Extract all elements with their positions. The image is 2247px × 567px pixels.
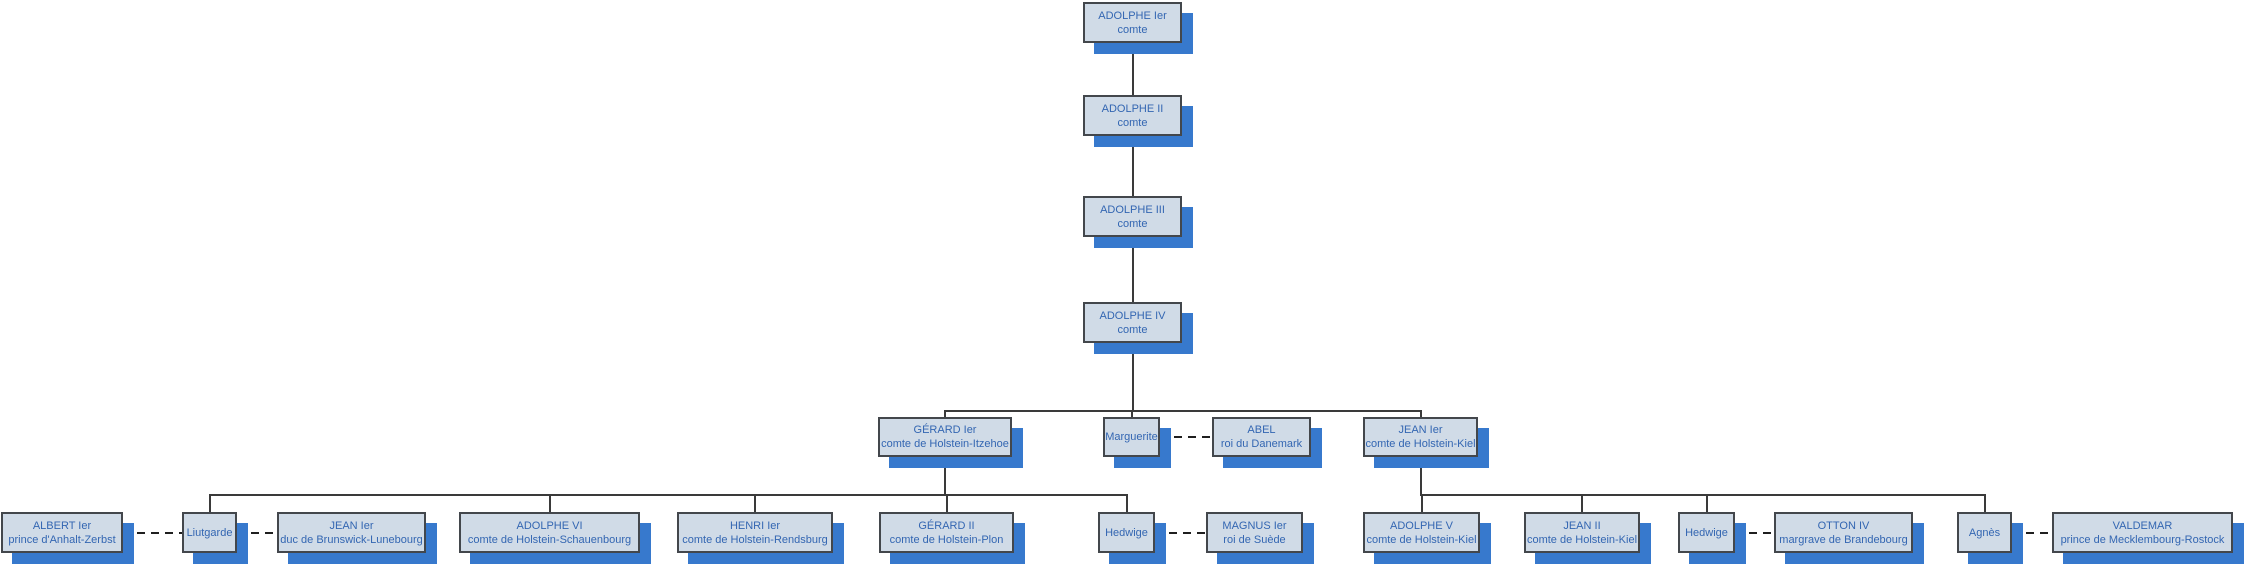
parent-feed-line [944, 457, 946, 496]
sibling-bus-line [944, 410, 1422, 412]
child-drop-line [548, 494, 551, 512]
person-title: roi du Danemark [1220, 438, 1303, 450]
person-node-agnes[interactable]: Agnès [1957, 512, 2012, 553]
chain-connector-line [1131, 237, 1134, 302]
child-drop-line [1420, 494, 1423, 512]
person-node-gerard1[interactable]: GÉRARD Ier comte de Holstein-Itzehoe [878, 417, 1012, 457]
person-name: ABEL [1247, 424, 1276, 436]
marriage-dashed-line [237, 531, 277, 534]
person-name: ADOLPHE IV [1099, 309, 1166, 322]
person-name: ALBERT Ier [32, 519, 92, 532]
person-title: comte [1117, 23, 1148, 36]
person-title: comte de Holstein-Plon [889, 533, 1004, 546]
person-name: Hedwige [1105, 526, 1148, 539]
person-name: JEAN Ier [1398, 424, 1443, 436]
sibling-bus-line [208, 494, 1128, 496]
person-title: comte de Holstein-Kiel [1366, 533, 1477, 546]
person-title: duc de Brunswick-Lunebourg [280, 533, 423, 546]
child-drop-line [1419, 410, 1422, 417]
child-drop-line [945, 494, 948, 512]
marriage-dashed-line [1155, 531, 1206, 534]
person-title: comte de Holstein-Rendsburg [682, 533, 828, 546]
person-title: margrave de Brandebourg [1779, 533, 1908, 546]
marriage-dashed-line [123, 531, 182, 534]
person-node-liutgarde[interactable]: Liutgarde [182, 512, 237, 553]
person-name: ADOLPHE Ier [1098, 9, 1167, 22]
person-name: JEAN Ier [329, 519, 374, 532]
person-title: roi de Suède [1223, 533, 1286, 546]
person-name: HENRI Ier [729, 519, 781, 532]
person-node-marguerite[interactable]: Marguerite [1103, 417, 1160, 457]
marriage-dashed-line [1735, 531, 1774, 534]
sibling-bus-line [1420, 494, 1986, 496]
person-name: OTTON IV [1817, 519, 1870, 532]
marriage-dashed-line [1160, 436, 1212, 438]
child-drop-line [754, 494, 756, 512]
marriage-dashed-line [2012, 531, 2052, 534]
child-drop-line [1581, 494, 1583, 512]
person-node-abel[interactable]: ABEL roi du Danemark [1212, 417, 1311, 457]
person-name: GÉRARD II [918, 519, 975, 532]
child-drop-line [208, 494, 211, 512]
person-node-hedwige2[interactable]: Hedwige [1678, 512, 1735, 553]
child-drop-line [1125, 494, 1128, 512]
person-title: comte [1117, 217, 1148, 230]
child-drop-line [1705, 494, 1708, 512]
person-title: comte de Holstein-Itzehoe [881, 438, 1009, 450]
person-title: comte [1117, 323, 1148, 336]
person-title: comte de Holstein-Kiel [1526, 533, 1638, 546]
child-drop-line [944, 410, 946, 417]
parent-feed-line [1131, 343, 1134, 412]
person-name: ADOLPHE III [1100, 203, 1165, 216]
chain-connector-line [1131, 43, 1134, 95]
person-title: comte de Holstein-Schauenbourg [467, 533, 632, 546]
person-name: Agnès [1968, 526, 2001, 539]
person-name: Marguerite [1105, 431, 1158, 443]
child-drop-line [1983, 494, 1986, 512]
person-node-hedwige1[interactable]: Hedwige [1098, 512, 1155, 553]
chain-connector-line [1131, 136, 1134, 196]
person-name: ADOLPHE V [1390, 519, 1453, 532]
person-title: prince de Mecklembourg-Rostock [2060, 533, 2225, 546]
person-name: JEAN II [1563, 519, 1601, 532]
person-node-jean1kiel[interactable]: JEAN Ier comte de Holstein-Kiel [1363, 417, 1478, 457]
person-name: VALDEMAR [2112, 519, 2173, 532]
person-name: MAGNUS Ier [1222, 519, 1287, 532]
person-name: Hedwige [1685, 526, 1728, 539]
person-name: ADOLPHE II [1101, 102, 1164, 115]
child-drop-line [1130, 410, 1133, 417]
person-title: comte de Holstein-Kiel [1365, 438, 1476, 450]
person-name: Liutgarde [186, 526, 233, 539]
person-name: ADOLPHE VI [516, 519, 583, 532]
person-title: comte [1117, 116, 1148, 129]
person-title: prince d'Anhalt-Zerbst [8, 533, 116, 546]
parent-feed-line [1419, 457, 1422, 496]
person-name: GÉRARD Ier [913, 424, 977, 436]
